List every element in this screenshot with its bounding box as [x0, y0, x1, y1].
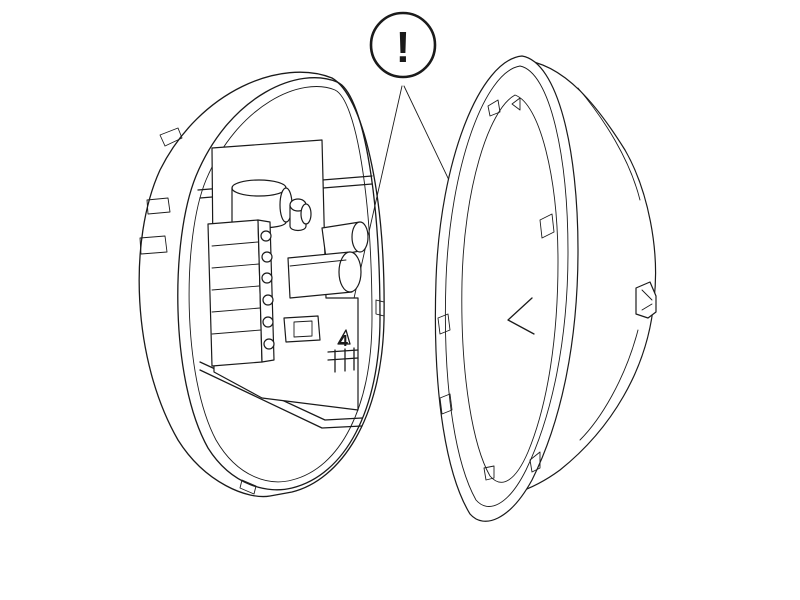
- capacitor-3: [321, 221, 369, 259]
- warning-glyph: !: [396, 23, 411, 72]
- terminal-screw: [261, 272, 273, 284]
- polarity-marking-label: 4: [339, 333, 348, 350]
- capacitor-1: [231, 179, 293, 229]
- rim-clip-right: [375, 299, 385, 317]
- rim-clip-left-2: [139, 235, 168, 255]
- dome-cover: [434, 55, 657, 522]
- relay-component: [283, 315, 321, 343]
- rim-clip-left-1: [146, 197, 171, 215]
- cover-clip: [483, 465, 495, 481]
- base-face: [177, 77, 381, 491]
- cover-inner-rim: [444, 65, 569, 507]
- cover-front-rim: [434, 55, 579, 522]
- connector-pins: [327, 347, 359, 373]
- alignment-notch: [507, 297, 535, 335]
- dome-profile-upper: [577, 87, 641, 201]
- cover-clip: [439, 393, 453, 415]
- cover-inner-face: [461, 94, 559, 483]
- capacitor-2: [289, 198, 312, 232]
- base-outer-rim: [138, 71, 385, 498]
- dome-profile-lower: [579, 329, 639, 441]
- exclamation-circle-icon: [369, 11, 437, 79]
- capacitor-4: [287, 251, 362, 299]
- rim-clip-bottom: [239, 479, 257, 495]
- rim-clip-top: [159, 127, 183, 147]
- terminal-screw: [261, 251, 273, 263]
- terminal-screw: [263, 338, 275, 350]
- terminal-screw: [260, 230, 272, 242]
- leader-line-base: [344, 85, 403, 339]
- terminal-screw: [262, 316, 274, 328]
- cover-clip: [437, 313, 451, 335]
- polarity-marking: 4: [337, 329, 351, 350]
- cover-side-button: [635, 281, 657, 319]
- cover-clip: [511, 97, 521, 111]
- cover-clip: [539, 213, 555, 239]
- base-plate: 4: [138, 71, 385, 498]
- warning-callout: !: [344, 11, 513, 339]
- cover-clip: [487, 99, 501, 117]
- terminal-screw: [262, 294, 274, 306]
- terminal-block: [207, 219, 275, 367]
- cover-clip: [529, 451, 541, 473]
